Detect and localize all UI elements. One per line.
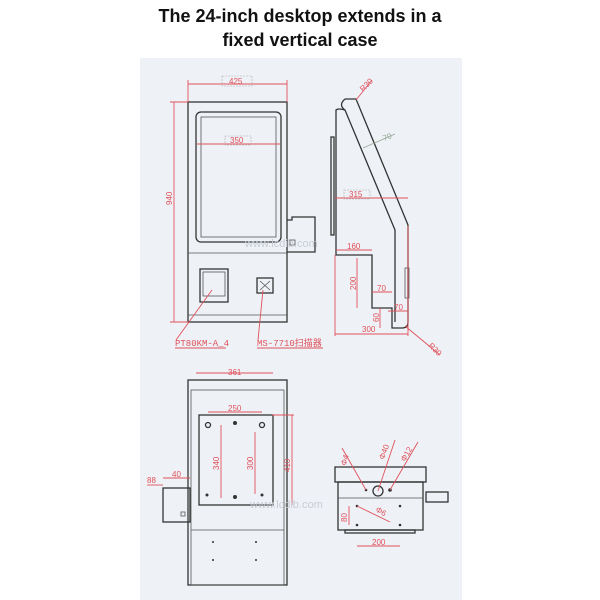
watermark-2: www.lcdib.com xyxy=(249,499,323,511)
dim-40: 40 xyxy=(172,470,181,479)
dim-80: 80 xyxy=(340,513,349,522)
dim-phi4: Φ4 xyxy=(339,453,351,466)
dim-depth: 315 xyxy=(349,190,363,199)
dim-base-step: 160 xyxy=(347,242,361,251)
dim-410: 410 xyxy=(283,458,292,472)
dim-300: 300 xyxy=(246,456,255,470)
printer-label: PT80KM-A_4 xyxy=(175,339,229,349)
dim-width: 425 xyxy=(229,77,243,86)
dim-phi6: Φ6 xyxy=(374,505,388,518)
dim-radius-top: R30 xyxy=(358,76,375,93)
title-line-2: fixed vertical case xyxy=(222,30,378,50)
dim-height: 940 xyxy=(165,191,174,205)
dim-phi12: Φ12 xyxy=(399,445,415,463)
scanner-label: MS-7710扫描器 xyxy=(257,337,322,349)
dim-70a: 70 xyxy=(377,284,386,293)
dim-200: 200 xyxy=(372,538,386,547)
scanner xyxy=(256,277,274,294)
page-title: The 24-inch desktop extends in a fixed v… xyxy=(0,4,600,52)
dim-angle: 70 xyxy=(382,131,394,143)
title-line-1: The 24-inch desktop extends in a xyxy=(158,6,442,26)
dim-340: 340 xyxy=(212,456,221,470)
dim-70b: 70 xyxy=(394,303,403,312)
side-bracket xyxy=(287,216,316,253)
top-view: Φ4 Φ40 Φ12 Φ6 80 200 xyxy=(334,439,449,547)
printer xyxy=(199,268,229,303)
dim-base-depth: 300 xyxy=(362,325,376,334)
watermark: www.lcdib.com xyxy=(244,238,318,250)
dim-back-width: 361 xyxy=(228,368,242,377)
dim-88: 88 xyxy=(147,476,156,485)
dim-hole-span: 250 xyxy=(228,404,242,413)
dim-60: 60 xyxy=(372,313,381,322)
dim-base-height: 200 xyxy=(349,276,358,290)
dim-screen-width: 350 xyxy=(230,136,244,145)
dim-radius-bottom: R30 xyxy=(427,341,444,358)
back-view: 361 250 340 300 410 40 88 xyxy=(147,368,294,586)
side-view: 315 160 200 70 60 70 300 R30 70 R30 xyxy=(330,76,444,358)
front-view: 425 940 350 PT80KM-A_4 MS-7710扫描器 xyxy=(165,75,323,349)
